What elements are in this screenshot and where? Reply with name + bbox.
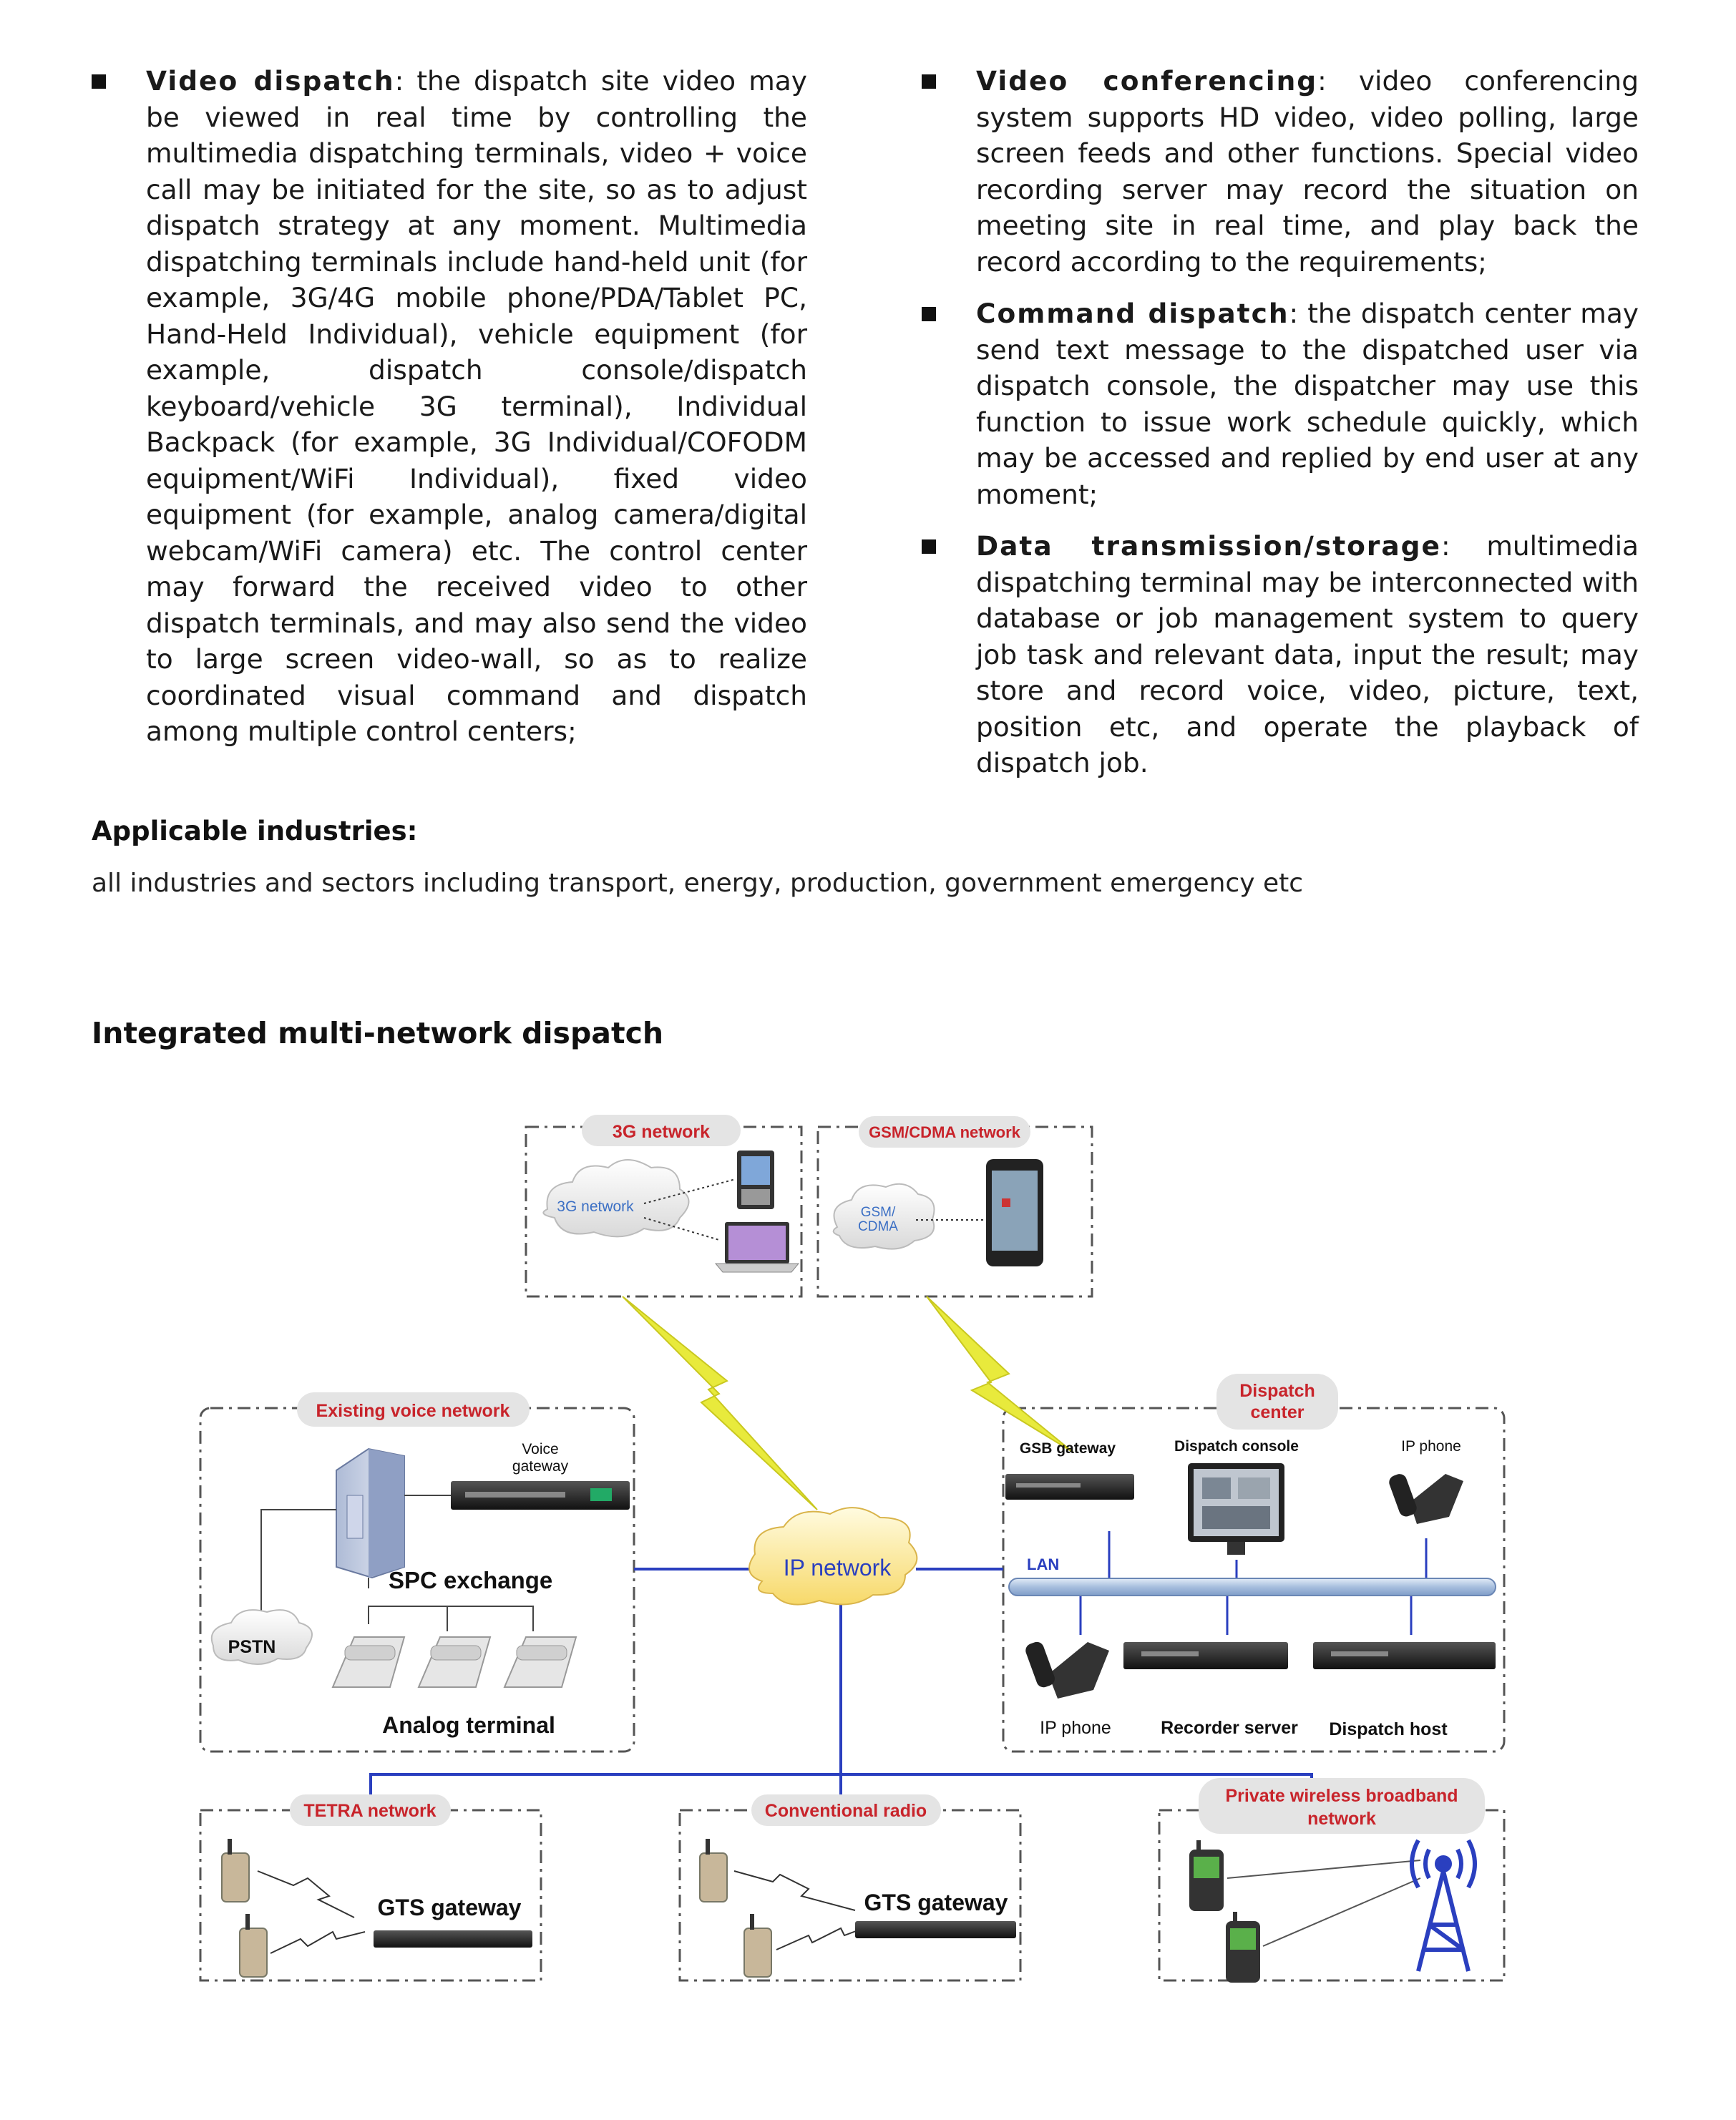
rugged-phone-icon xyxy=(1189,1840,1224,1911)
right-column: Video conferencing: video conferencing s… xyxy=(922,63,1639,797)
cloud-label-line2: CDMA xyxy=(858,1219,898,1234)
bullet-body: : the dispatch site video may be viewed … xyxy=(146,65,807,747)
left-column: Video dispatch: the dispatch site video … xyxy=(92,63,807,766)
cloud-gsm-icon: GSM/ CDMA xyxy=(832,1183,935,1250)
bullet-video-dispatch: Video dispatch: the dispatch site video … xyxy=(92,63,807,750)
gts-gateway-label: GTS gateway xyxy=(378,1895,522,1920)
gsb-gateway-icon xyxy=(1005,1474,1134,1500)
network-diagram: 3G network GSM/CDMA network Existing voi… xyxy=(199,1115,1506,1983)
pill-label: TETRA network xyxy=(303,1801,436,1821)
pill-gsm-network: GSM/CDMA network xyxy=(859,1116,1030,1148)
gsb-gateway-label: GSB gateway xyxy=(1020,1440,1116,1457)
lan-bus-icon xyxy=(1008,1578,1496,1596)
voice-gateway-label-2: gateway xyxy=(512,1458,569,1475)
spc-exchange-icon xyxy=(336,1447,405,1579)
cloud-label: 3G network xyxy=(557,1198,634,1215)
pill-label-line2: center xyxy=(1250,1402,1304,1422)
ip-network-cloud-icon: IP network xyxy=(748,1507,918,1606)
analog-terminal-label: Analog terminal xyxy=(382,1712,555,1738)
bullet-command-dispatch: Command dispatch: the dispatch center ma… xyxy=(922,295,1639,512)
industries-text: all industries and sectors including tra… xyxy=(92,869,1304,898)
lan-label: LAN xyxy=(1027,1555,1059,1573)
pill-3g-network: 3G network xyxy=(582,1115,741,1146)
gts-gateway-label: GTS gateway xyxy=(864,1890,1008,1915)
rugged-phone-icon xyxy=(1226,1912,1260,1983)
box-dispatch-center xyxy=(1002,1407,1506,1753)
spc-exchange-label: SPC exchange xyxy=(389,1567,552,1593)
diagram-heading: Integrated multi-network dispatch xyxy=(92,1016,664,1050)
ip-phone-icon xyxy=(1025,1641,1109,1699)
bullet-data-transmission: Data transmission/storage: multimedia di… xyxy=(922,528,1639,781)
radio-handset-icon xyxy=(743,1914,772,1978)
bullet-title: Video dispatch xyxy=(146,65,395,97)
analog-phone-icon xyxy=(417,1636,492,1688)
pill-label-line2: network xyxy=(1307,1809,1376,1829)
bullet-title: Command dispatch xyxy=(976,298,1289,329)
pstn-label: PSTN xyxy=(228,1637,276,1657)
ip-phone-top-label: IP phone xyxy=(1401,1438,1461,1455)
smartphone-icon xyxy=(986,1159,1043,1266)
industries-heading: Applicable industries: xyxy=(92,816,418,846)
cloud-label-line1: GSM/ xyxy=(861,1205,896,1220)
gts-gateway-icon xyxy=(374,1930,532,1948)
square-bullet-icon xyxy=(92,74,106,89)
radio-handset-icon xyxy=(221,1839,250,1902)
lightning-left-icon xyxy=(622,1296,818,1510)
gts-gateway-icon xyxy=(855,1921,1016,1938)
dispatch-host-icon xyxy=(1313,1642,1496,1669)
ip-network-label: IP network xyxy=(784,1555,892,1581)
pill-dispatch-center: Dispatch center xyxy=(1216,1374,1338,1430)
analog-phone-icon xyxy=(503,1636,577,1688)
pill-label-line1: Dispatch xyxy=(1239,1381,1315,1401)
dispatch-console-label: Dispatch console xyxy=(1174,1438,1299,1455)
pill-tetra-network: TETRA network xyxy=(290,1794,451,1826)
dispatch-console-icon xyxy=(1188,1463,1284,1555)
pill-label: Existing voice network xyxy=(316,1401,510,1421)
pill-private-wireless: Private wireless broadband network xyxy=(1199,1778,1485,1834)
pill-label-line1: Private wireless broadband xyxy=(1225,1786,1458,1806)
bullet-body: : video conferencing system supports HD … xyxy=(976,65,1639,278)
ip-phone-icon xyxy=(1389,1474,1463,1524)
pill-conventional-radio: Conventional radio xyxy=(751,1794,941,1826)
recorder-server-icon xyxy=(1123,1642,1288,1669)
bullet-title: Video conferencing xyxy=(976,65,1318,97)
radio-handset-icon xyxy=(239,1914,268,1978)
lightning-right-icon xyxy=(926,1296,1074,1453)
recorder-server-label: Recorder server xyxy=(1161,1718,1298,1738)
dispatch-host-label: Dispatch host xyxy=(1329,1719,1448,1739)
pda-icon xyxy=(737,1151,774,1209)
pill-label: 3G network xyxy=(613,1122,710,1142)
bullet-title: Data transmission/storage xyxy=(976,530,1441,562)
box-voice-network xyxy=(199,1407,635,1753)
laptop-icon xyxy=(714,1222,800,1273)
bullet-body: : the dispatch center may send text mess… xyxy=(976,298,1639,510)
radio-handset-icon xyxy=(699,1839,728,1902)
pstn-cloud-icon: PSTN xyxy=(210,1609,313,1665)
cloud-3g-icon: 3G network xyxy=(542,1159,690,1238)
square-bullet-icon xyxy=(922,539,936,554)
analog-phone-icon xyxy=(331,1636,406,1688)
square-bullet-icon xyxy=(922,74,936,89)
pill-label: Conventional radio xyxy=(765,1801,927,1821)
ip-phone-bottom-label: IP phone xyxy=(1040,1718,1111,1738)
square-bullet-icon xyxy=(922,307,936,321)
pill-label: GSM/CDMA network xyxy=(869,1123,1021,1141)
voice-gateway-label-1: Voice xyxy=(522,1441,558,1457)
bullet-video-conferencing: Video conferencing: video conferencing s… xyxy=(922,63,1639,280)
radio-tower-icon xyxy=(1410,1839,1477,1972)
bullet-body: : multimedia dispatching terminal may be… xyxy=(976,530,1639,778)
pill-voice-network: Existing voice network xyxy=(297,1392,530,1427)
voice-gateway-icon xyxy=(451,1481,630,1510)
